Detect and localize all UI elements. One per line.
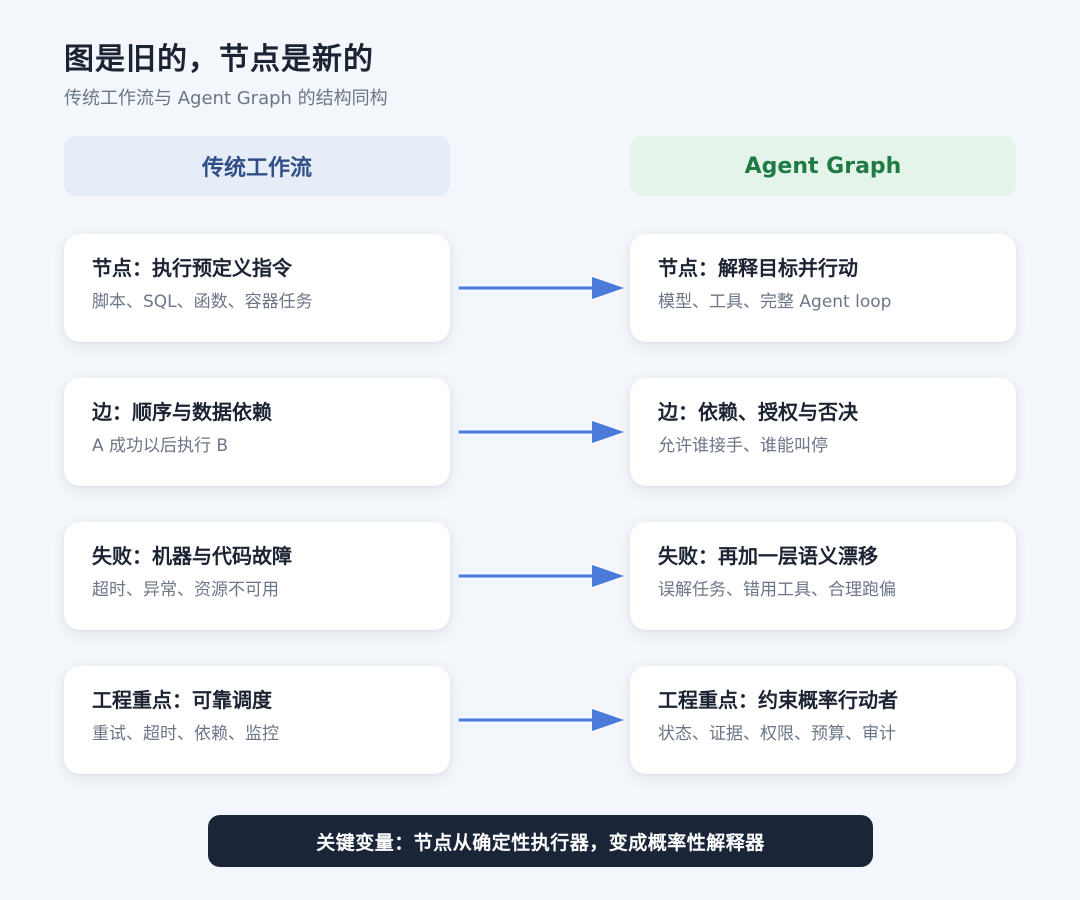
column-header-agent-graph: Agent Graph	[630, 136, 1016, 196]
card-title: 节点：解释目标并行动	[658, 256, 858, 280]
traditional-card-engineering: 工程重点：可靠调度 重试、超时、依赖、监控	[64, 666, 450, 774]
card-title: 工程重点：可靠调度	[92, 688, 272, 712]
key-variable-banner: 关键变量：节点从确定性执行器，变成概率性解释器	[208, 815, 873, 867]
arrow-right-icon	[458, 565, 624, 587]
comparison-row-edge: 边：顺序与数据依赖 A 成功以后执行 B 边：依赖、授权与否决 允许谁接手、谁能…	[0, 378, 1080, 486]
agent-card-failure: 失败：再加一层语义漂移 误解任务、错用工具、合理跑偏	[630, 522, 1016, 630]
card-title: 工程重点：约束概率行动者	[658, 688, 898, 712]
card-description: 模型、工具、完整 Agent loop	[658, 292, 892, 312]
card-description: 超时、异常、资源不可用	[92, 580, 279, 600]
card-description: 重试、超时、依赖、监控	[92, 724, 279, 744]
comparison-row-engineering-focus: 工程重点：可靠调度 重试、超时、依赖、监控 工程重点：约束概率行动者 状态、证据…	[0, 666, 1080, 774]
card-description: 脚本、SQL、函数、容器任务	[92, 292, 313, 312]
card-title: 边：依赖、授权与否决	[658, 400, 858, 424]
comparison-row-node: 节点：执行预定义指令 脚本、SQL、函数、容器任务 节点：解释目标并行动 模型、…	[0, 234, 1080, 342]
card-title: 失败：再加一层语义漂移	[658, 544, 878, 568]
agent-card-node: 节点：解释目标并行动 模型、工具、完整 Agent loop	[630, 234, 1016, 342]
arrow-right-icon	[458, 277, 624, 299]
arrow-right-icon	[458, 421, 624, 443]
column-header-traditional: 传统工作流	[64, 136, 450, 196]
page-subtitle: 传统工作流与 Agent Graph 的结构同构	[64, 88, 388, 109]
agent-card-edge: 边：依赖、授权与否决 允许谁接手、谁能叫停	[630, 378, 1016, 486]
card-title: 失败：机器与代码故障	[92, 544, 292, 568]
card-title: 边：顺序与数据依赖	[92, 400, 272, 424]
arrow-right-icon	[458, 709, 624, 731]
agent-card-engineering: 工程重点：约束概率行动者 状态、证据、权限、预算、审计	[630, 666, 1016, 774]
traditional-card-failure: 失败：机器与代码故障 超时、异常、资源不可用	[64, 522, 450, 630]
page-title: 图是旧的，节点是新的	[64, 42, 374, 77]
card-title: 节点：执行预定义指令	[92, 256, 292, 280]
card-description: A 成功以后执行 B	[92, 436, 229, 456]
traditional-card-node: 节点：执行预定义指令 脚本、SQL、函数、容器任务	[64, 234, 450, 342]
card-description: 允许谁接手、谁能叫停	[658, 436, 828, 456]
card-description: 状态、证据、权限、预算、审计	[658, 724, 896, 744]
card-description: 误解任务、错用工具、合理跑偏	[658, 580, 896, 600]
comparison-row-failure: 失败：机器与代码故障 超时、异常、资源不可用 失败：再加一层语义漂移 误解任务、…	[0, 522, 1080, 630]
traditional-card-edge: 边：顺序与数据依赖 A 成功以后执行 B	[64, 378, 450, 486]
